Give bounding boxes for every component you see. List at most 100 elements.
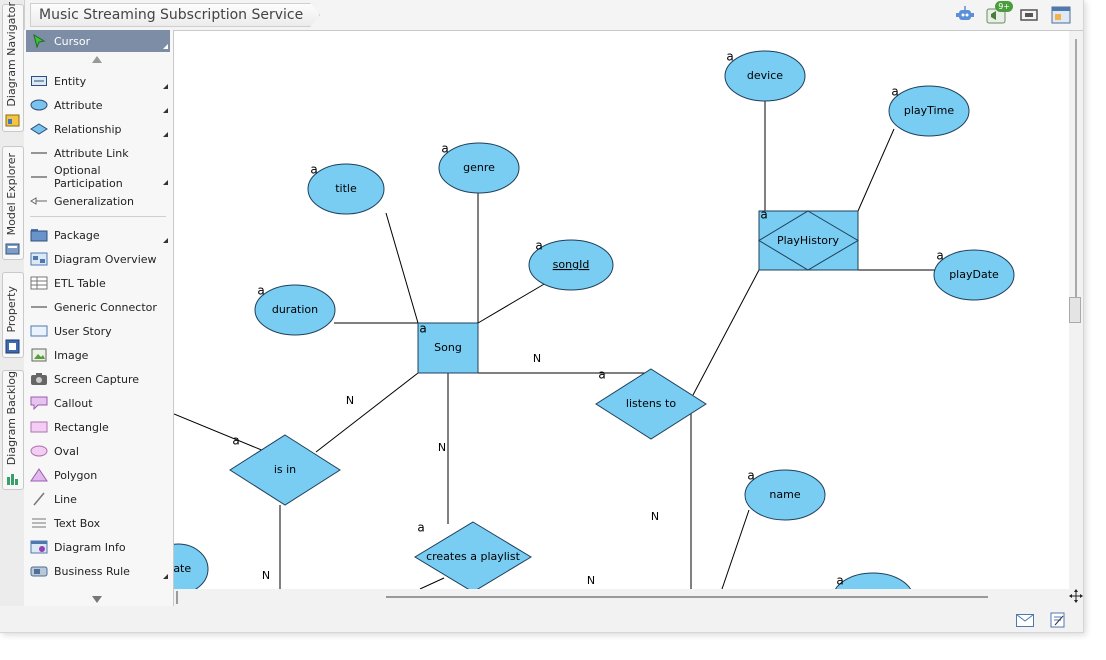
attribute-shape [888,85,970,137]
participation-marker: a [310,163,317,177]
expand-menu-icon[interactable] [163,44,168,49]
palette-item-label: Package [54,228,100,242]
expand-menu-icon[interactable] [163,132,168,137]
breadcrumb[interactable]: Music Streaming Subscription Service [30,3,320,27]
expand-menu-icon[interactable] [163,84,168,89]
attribute-shape [744,469,826,521]
relationship-is-in[interactable]: is in [229,434,341,506]
relationship-listens-to[interactable]: listens to [595,368,707,440]
palette-item-business-rule[interactable]: Business Rule [26,560,170,582]
vertical-scrollbar[interactable] [1069,31,1083,589]
generalization-icon [30,197,47,205]
side-tab-bar: Diagram Navigator Model Explorer Propert… [0,0,25,632]
scroll-start [176,591,178,604]
palette-item-attribute-link[interactable]: Attribute Link [26,142,170,164]
palette-item-line[interactable]: Line [26,488,170,510]
palette-item-rectangle[interactable]: Rectangle [26,416,170,438]
palette-item-package[interactable]: Package [26,224,170,246]
participation-marker: a [760,208,767,222]
entity-label: PlayHistory [777,234,840,247]
relationship-shape [414,521,532,589]
attribute-device[interactable]: device [724,50,806,102]
attribute-name[interactable]: name [744,469,826,521]
attribute-label: Date [174,562,191,575]
entity-icon [31,76,47,86]
participation-marker: a [747,469,754,483]
layout-icon[interactable] [1049,4,1073,26]
user-story-icon [30,325,48,337]
cursor-icon [33,34,46,48]
expand-menu-icon[interactable] [163,574,168,579]
palette-item-optional-participation[interactable]: Optional Participation [26,164,170,190]
tab-label: Diagram Backlog [5,370,18,465]
move-handle-icon[interactable] [1069,589,1083,606]
scroll-thumb[interactable] [1069,297,1081,323]
participation-marker: a [419,322,426,336]
relationship-creates-a-playlist[interactable]: creates a playlist [414,521,532,589]
megaphone-icon[interactable]: 9+ [985,1,1013,26]
attribute-playtime[interactable]: playTime [888,85,970,137]
attribute-shape [254,284,336,336]
palette-item-etl-table[interactable]: ETL Table [26,272,170,294]
palette-item-label: Business Rule [54,564,130,578]
participation-marker: a [836,574,843,588]
palette-item-user-story[interactable]: User Story [26,320,170,342]
attribute-duration[interactable]: duration [254,284,336,336]
tab-label: Property [5,286,18,333]
palette-item-relationship[interactable]: Relationship [26,118,170,140]
palette-item-callout[interactable]: Callout [26,392,170,414]
palette-item-entity[interactable]: Entity [26,70,170,92]
palette-item-text-box[interactable]: Text Box [26,512,170,534]
tab-diagram-navigator[interactable]: Diagram Navigator [2,2,24,132]
tab-model-explorer[interactable]: Model Explorer [2,146,24,260]
tab-property[interactable]: Property [2,272,24,358]
entity-song[interactable]: Song [417,322,479,374]
status-bar [0,606,1083,632]
palette-item-generalization[interactable]: Generalization [26,190,170,212]
palette-item-diagram-info[interactable]: Diagram Info [26,536,170,558]
attribute-genre[interactable]: genre [438,142,520,194]
optional-participation-icon [31,176,47,178]
palette-item-label: Image [54,348,89,362]
attribute-partial[interactable] [833,572,913,589]
palette-item-cursor[interactable]: Cursor [26,30,170,52]
expand-menu-icon[interactable] [163,108,168,113]
palette-item-label: Diagram Info [54,540,126,554]
mail-icon[interactable] [1016,614,1034,630]
palette-separator [30,216,166,217]
palette-item-oval[interactable]: Oval [26,440,170,462]
relationship-shape [229,434,341,506]
cardinality-label: N [438,441,446,454]
scroll-up-arrow-icon[interactable] [92,56,102,63]
horizontal-scrollbar[interactable] [174,589,1069,606]
attribute-date[interactable]: Date [174,543,209,589]
note-icon[interactable] [1050,612,1066,631]
polygon-icon [30,468,48,482]
entity-playhistory[interactable]: PlayHistory [758,210,859,271]
tab-label: Model Explorer [5,152,18,235]
connector-lines [174,101,935,589]
attribute-songid[interactable]: songId [528,239,614,291]
line-icon [33,492,45,506]
attribute-title[interactable]: title [307,163,385,215]
cardinality-label: N [262,569,270,582]
robot-icon[interactable] [953,4,977,26]
tab-diagram-backlog[interactable]: Diagram Backlog [2,370,24,490]
palette-item-generic-connector[interactable]: Generic Connector [26,296,170,318]
palette-item-label: Oval [54,444,79,458]
palette-item-attribute[interactable]: Attribute [26,94,170,116]
scroll-down-arrow-icon[interactable] [92,596,102,603]
fit-screen-icon[interactable] [1017,4,1041,26]
attribute-label: playTime [904,104,954,117]
expand-menu-icon[interactable] [163,180,168,185]
attribute-playdate[interactable]: playDate [933,249,1015,301]
palette-item-diagram-overview[interactable]: Diagram Overview [26,248,170,270]
palette-item-screen-capture[interactable]: Screen Capture [26,368,170,390]
palette-item-polygon[interactable]: Polygon [26,464,170,486]
expand-menu-icon[interactable] [163,238,168,243]
scroll-thumb[interactable] [386,596,988,598]
participation-marker: a [936,249,943,263]
palette-item-image[interactable]: Image [26,344,170,366]
